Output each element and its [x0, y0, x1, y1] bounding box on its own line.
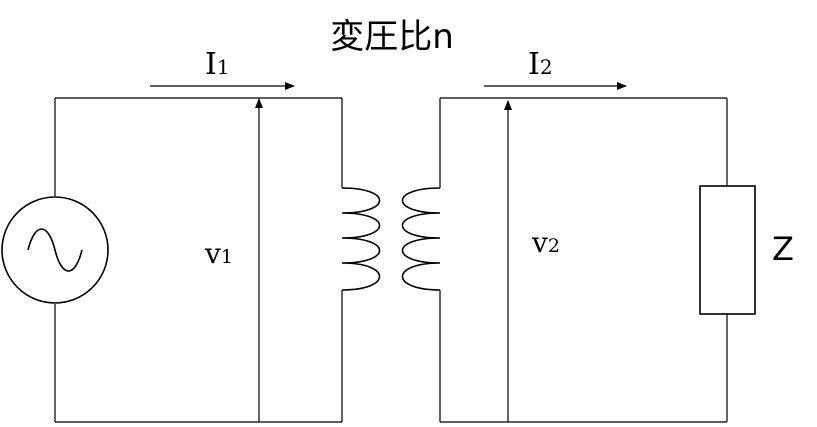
ac-source	[1, 196, 109, 304]
secondary-current-subscript: 2	[540, 55, 553, 79]
primary-current-symbol: I	[205, 47, 217, 82]
primary-voltage-label: v1	[204, 237, 233, 270]
secondary-voltage-symbol: v	[531, 226, 548, 259]
primary-coil	[341, 187, 381, 291]
turns-ratio-label: 変圧比n	[330, 17, 454, 57]
load-impedance	[699, 185, 756, 315]
secondary-current-symbol: I	[528, 47, 540, 82]
secondary-circuit: Z I2 v2	[401, 47, 794, 423]
primary-voltage-subscript: 1	[221, 246, 233, 268]
primary-circuit: I1 v1	[1, 47, 381, 423]
load-impedance-label: Z	[772, 230, 794, 268]
primary-current-subscript: 1	[217, 55, 230, 79]
primary-current-label: I1	[205, 47, 230, 82]
secondary-voltage-label: v2	[531, 226, 560, 259]
secondary-voltage-subscript: 2	[548, 235, 560, 257]
ac-sine-icon	[27, 228, 83, 272]
secondary-current-label: I2	[528, 47, 553, 82]
secondary-coil	[401, 187, 441, 291]
primary-voltage-symbol: v	[204, 237, 221, 270]
